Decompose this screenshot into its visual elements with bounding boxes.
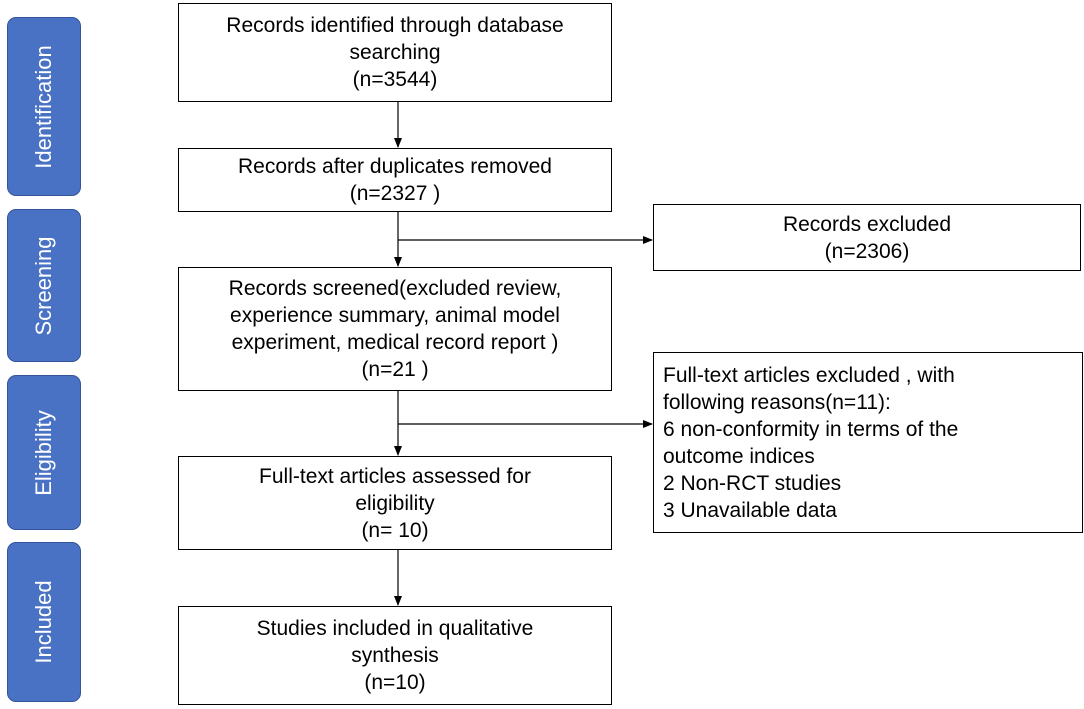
box-duplicates-removed: Records after duplicates removed (n=2327… — [178, 148, 612, 212]
box-line: eligibility — [355, 491, 435, 515]
box-records-excluded: Records excluded (n=2306) — [653, 204, 1081, 271]
box-line: (n=21 ) — [361, 358, 429, 381]
box-line: (n=3544) — [352, 68, 438, 91]
box-line: 3 Unavailable data — [663, 498, 837, 522]
box-line: Full-text articles excluded , with — [663, 363, 955, 387]
box-line: 2 Non-RCT studies — [663, 471, 842, 495]
stage-eligibility-label: Eligibility — [31, 409, 56, 496]
box-line: searching — [349, 41, 441, 64]
box-line: experiment, medical record report ) — [231, 331, 559, 354]
box-fulltext-assessed: Full-text articles assessed for eligibil… — [178, 456, 612, 550]
box-line: (n=10) — [364, 671, 426, 694]
stage-identification-label: Identification — [31, 44, 56, 169]
box-line: Records screened(excluded review, — [228, 277, 562, 300]
stage-eligibility: Eligibility — [7, 375, 81, 530]
box-records-screened: Records screened(excluded review, experi… — [178, 267, 612, 391]
box-studies-included: Studies included in qualitative synthesi… — [178, 606, 612, 705]
box-line: 6 non-conformity in terms of the — [663, 417, 959, 441]
box-records-identified: Records identified through database sear… — [178, 3, 612, 102]
box-line: (n=2306) — [824, 239, 910, 263]
box-line: experience summary, animal model — [230, 304, 560, 327]
box-line: (n=2327 ) — [349, 182, 441, 205]
box-line: synthesis — [351, 644, 439, 667]
box-line: outcome indices — [663, 444, 815, 468]
box-line: Records identified through database — [226, 14, 564, 37]
box-line: Records excluded — [782, 212, 952, 236]
box-line: following reasons(n=11): — [663, 390, 891, 414]
stage-included: Included — [7, 542, 81, 702]
box-line: Studies included in qualitative — [256, 617, 534, 640]
box-line: Records after duplicates removed — [238, 155, 552, 178]
stage-screening: Screening — [7, 209, 81, 362]
stage-screening-label: Screening — [31, 235, 56, 336]
box-fulltext-excluded: Full-text articles excluded , with follo… — [653, 352, 1083, 533]
stage-identification: Identification — [7, 17, 81, 196]
stage-included-label: Included — [31, 580, 56, 664]
box-line: Full-text articles assessed for — [259, 464, 531, 488]
box-line: (n= 10) — [361, 518, 429, 542]
